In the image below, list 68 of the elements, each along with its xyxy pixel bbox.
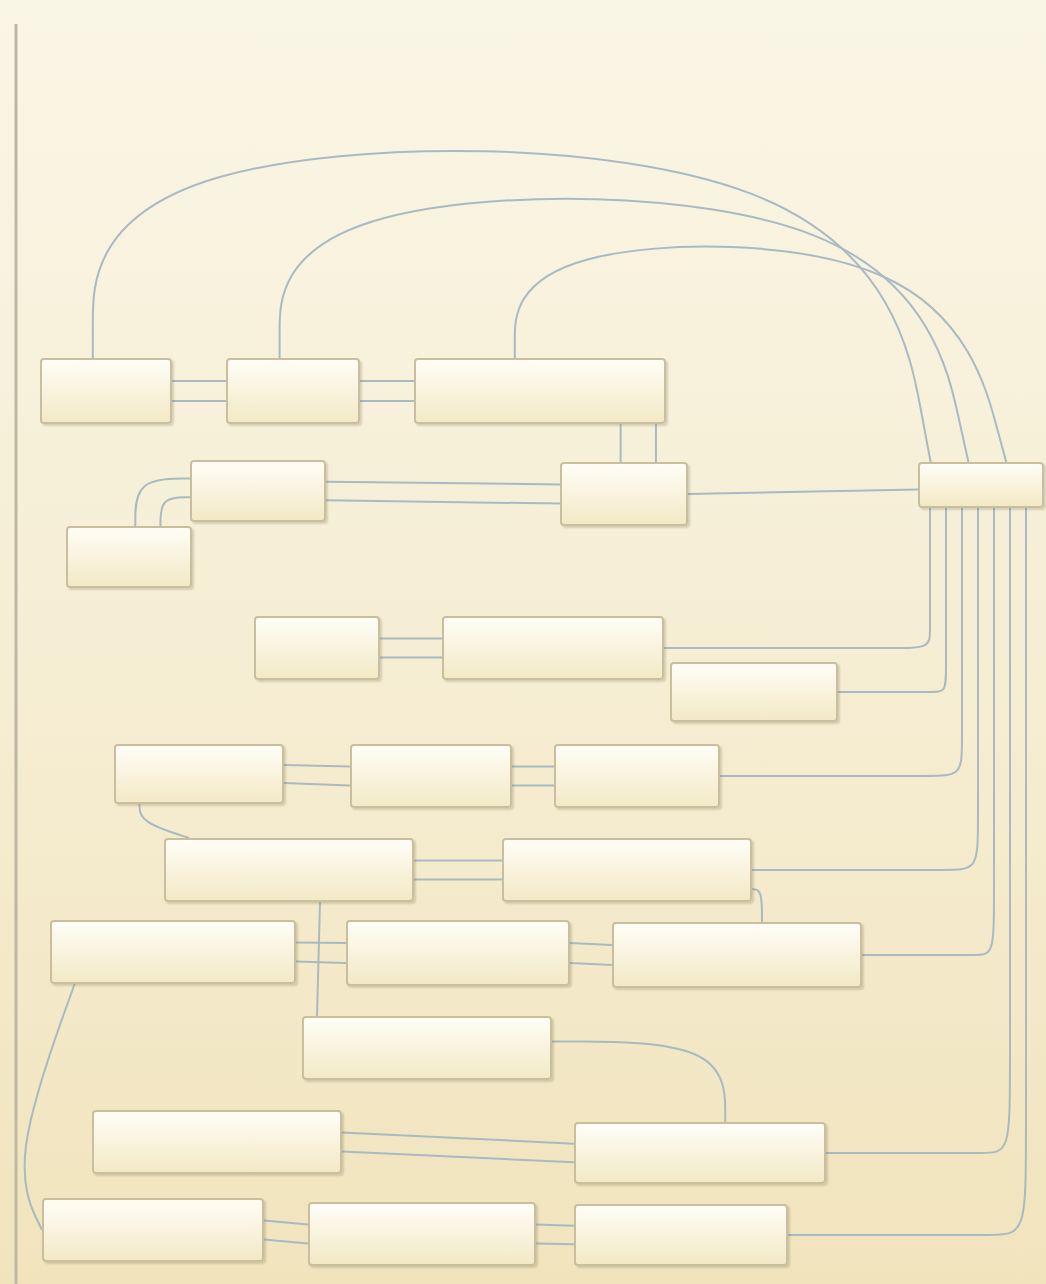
connector-line bbox=[171, 380, 227, 383]
process-box bbox=[92, 1110, 342, 1174]
connector-line bbox=[687, 488, 919, 495]
connector-line bbox=[134, 477, 191, 527]
connector-line bbox=[787, 507, 1027, 1236]
connector-line bbox=[513, 245, 1008, 463]
process-box bbox=[502, 838, 752, 902]
process-box bbox=[66, 526, 192, 588]
connector-line bbox=[751, 888, 763, 923]
connector-line bbox=[511, 765, 555, 768]
process-box bbox=[226, 358, 360, 424]
connector-line bbox=[663, 507, 931, 649]
process-box bbox=[346, 920, 570, 986]
connector-line bbox=[341, 1131, 575, 1145]
connector-line bbox=[654, 423, 657, 463]
connector-line bbox=[719, 507, 963, 777]
connector-line bbox=[23, 983, 76, 1231]
connector-line bbox=[263, 1238, 309, 1245]
connector-line bbox=[751, 507, 979, 871]
connector-line bbox=[837, 507, 947, 693]
connector-line bbox=[511, 784, 555, 787]
connector-line bbox=[825, 507, 1011, 1154]
connector-line bbox=[295, 941, 347, 945]
process-box bbox=[50, 920, 296, 984]
process-box bbox=[350, 744, 512, 808]
process-box bbox=[670, 662, 838, 722]
connector-line bbox=[379, 637, 443, 640]
process-box bbox=[190, 460, 326, 522]
connector-line bbox=[551, 1040, 727, 1123]
connector-line bbox=[535, 1223, 575, 1227]
process-box bbox=[554, 744, 720, 808]
connector-line bbox=[569, 961, 613, 966]
process-box bbox=[40, 358, 172, 424]
connector-line bbox=[159, 496, 191, 527]
process-box bbox=[612, 922, 862, 988]
connector-line bbox=[138, 803, 190, 839]
process-box bbox=[42, 1198, 264, 1262]
process-box bbox=[574, 1122, 826, 1184]
connector-line bbox=[413, 859, 503, 862]
connector-line bbox=[325, 480, 561, 486]
connector-line bbox=[861, 507, 995, 956]
process-box bbox=[308, 1202, 536, 1266]
connector-line bbox=[91, 150, 932, 463]
connector-line bbox=[359, 380, 415, 383]
connector-line bbox=[263, 1219, 309, 1226]
process-box bbox=[574, 1204, 788, 1266]
connector-line bbox=[283, 764, 351, 768]
process-box bbox=[114, 744, 284, 804]
connector-line bbox=[341, 1150, 575, 1164]
process-box bbox=[442, 616, 664, 680]
connector-line bbox=[413, 878, 503, 881]
connector-line bbox=[619, 423, 622, 463]
connector-line bbox=[325, 499, 561, 505]
connector-line bbox=[283, 782, 351, 787]
connector-line bbox=[535, 1242, 575, 1246]
connector-line bbox=[359, 399, 415, 402]
connector-line bbox=[379, 656, 443, 659]
connector-line bbox=[569, 942, 613, 947]
connector-line bbox=[295, 960, 347, 964]
connector-line bbox=[278, 197, 970, 463]
process-box bbox=[560, 462, 688, 526]
connector-line bbox=[316, 901, 321, 1017]
process-box bbox=[164, 838, 414, 902]
process-box bbox=[918, 462, 1044, 508]
connector-line bbox=[171, 399, 227, 402]
process-box bbox=[254, 616, 380, 680]
process-box bbox=[414, 358, 666, 424]
process-box bbox=[302, 1016, 552, 1080]
